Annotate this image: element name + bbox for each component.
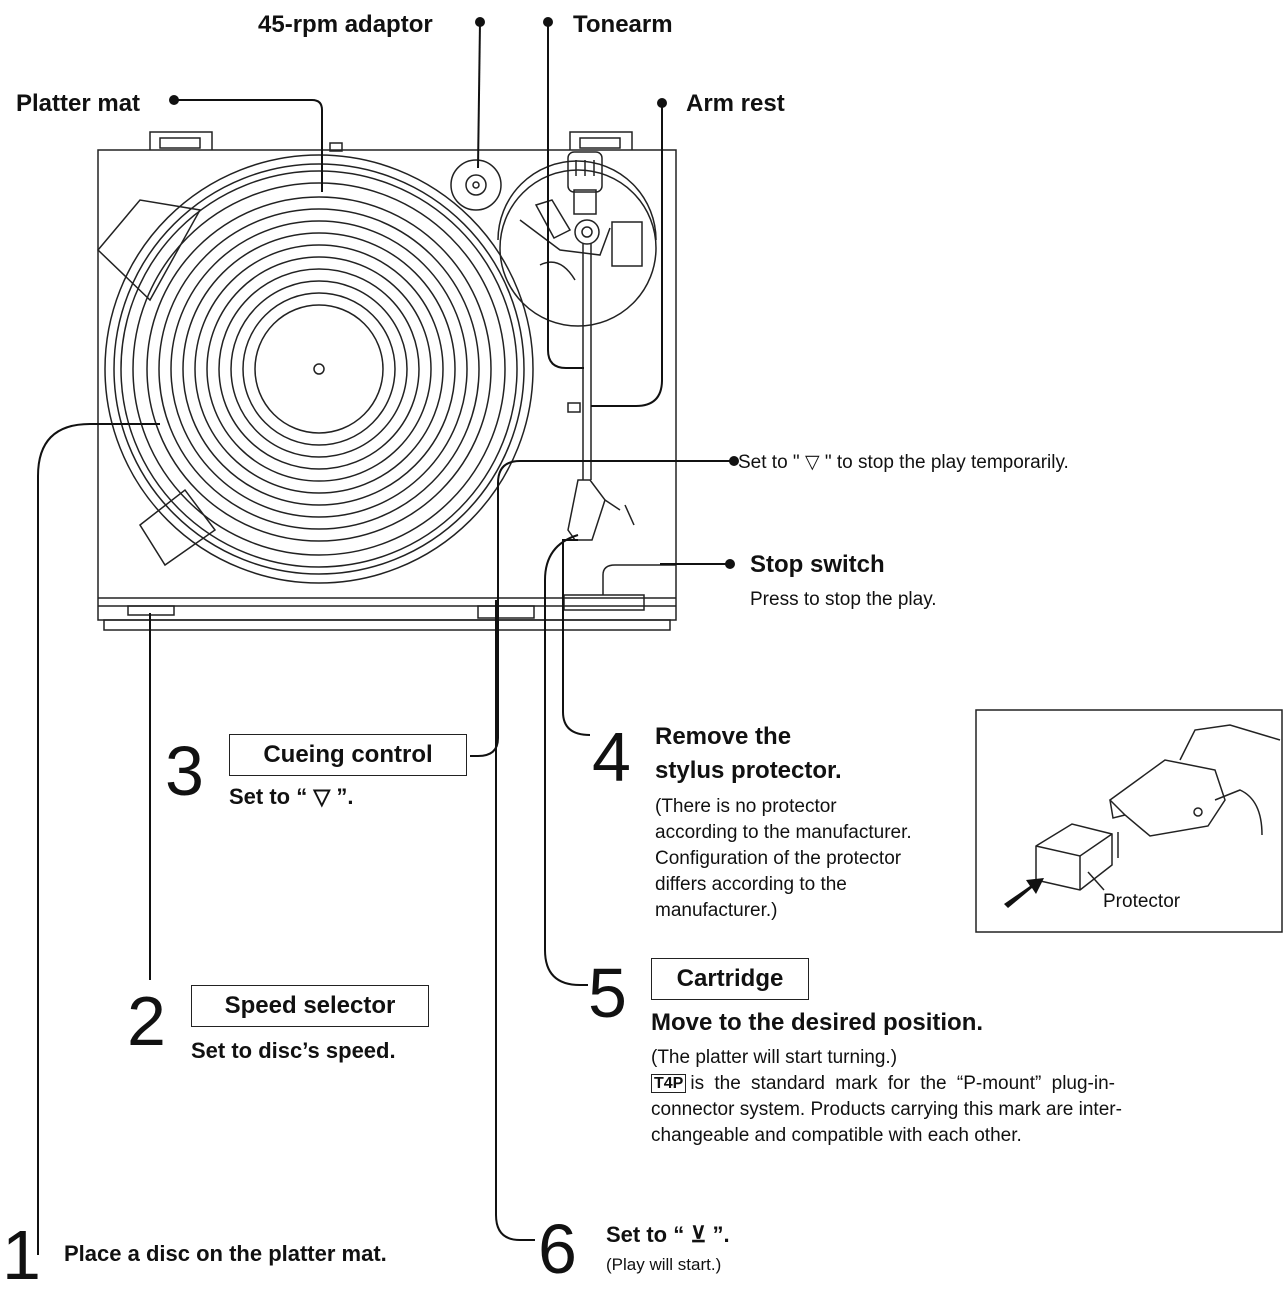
step-3-text: Set to “ ▽ ”. [229,784,354,809]
step-2-text: Set to disc’s speed. [191,1038,396,1063]
step-4-note-line-2: according to the manufacturer. [655,822,912,843]
step-2-number: 2 [127,982,166,1060]
step-6-title: Set to “ ⊻ ”. [606,1222,730,1247]
tonearm-label: Tonearm [573,11,673,38]
step-5-note-line-1: (The platter will start turning.) [651,1047,898,1068]
step-4-title-line-1: Remove the [655,723,792,750]
cartridge-box: Cartridge [651,958,809,1000]
step-6-number: 6 [538,1210,577,1288]
stylus-protector-illustration [1035,724,1281,891]
step-5-note-line-4: changeable and compatible with each othe… [651,1125,1022,1146]
adaptor-label: 45-rpm adaptor [258,11,433,38]
step-4-note-line-3: Configuration of the protector [655,848,902,869]
speed-selector-box: Speed selector [191,985,429,1027]
step-4-title-line-2: stylus protector. [655,757,842,784]
step-4-number: 4 [592,718,631,796]
step-4-note-line-1: (There is no protector [655,796,837,817]
step-5-title: Move to the desired position. [651,1009,984,1036]
step-5-number: 5 [588,954,627,1032]
stop-switch-label: Stop switch [750,551,885,578]
arm-rest-label: Arm rest [686,90,785,117]
p-mount-mark: T4P [651,1074,687,1093]
step-4-note-line-5: manufacturer.) [655,900,778,921]
arrow-icon [1004,878,1044,908]
step-1-number: 1 [2,1216,41,1294]
step-4-note: (There is no protector according to the … [655,794,912,924]
step-4-note-line-4: differs according to the [655,874,847,895]
step-6-note: (Play will start.) [606,1255,722,1274]
step-3-number: 3 [165,732,204,810]
platter-mat-label: Platter mat [16,90,141,117]
step-5-note-line-3: connector system. Products carrying this… [651,1099,1122,1120]
step-1-text: Place a disc on the platter mat. [64,1241,387,1266]
protector-caption: Protector [1103,891,1181,912]
stop-switch-note: Press to stop the play. [750,589,937,610]
inset-frame [975,709,1283,933]
cueing-control-box: Cueing control [229,734,467,776]
cue-note: Set to " ▽ " to stop the play temporaril… [738,452,1069,473]
